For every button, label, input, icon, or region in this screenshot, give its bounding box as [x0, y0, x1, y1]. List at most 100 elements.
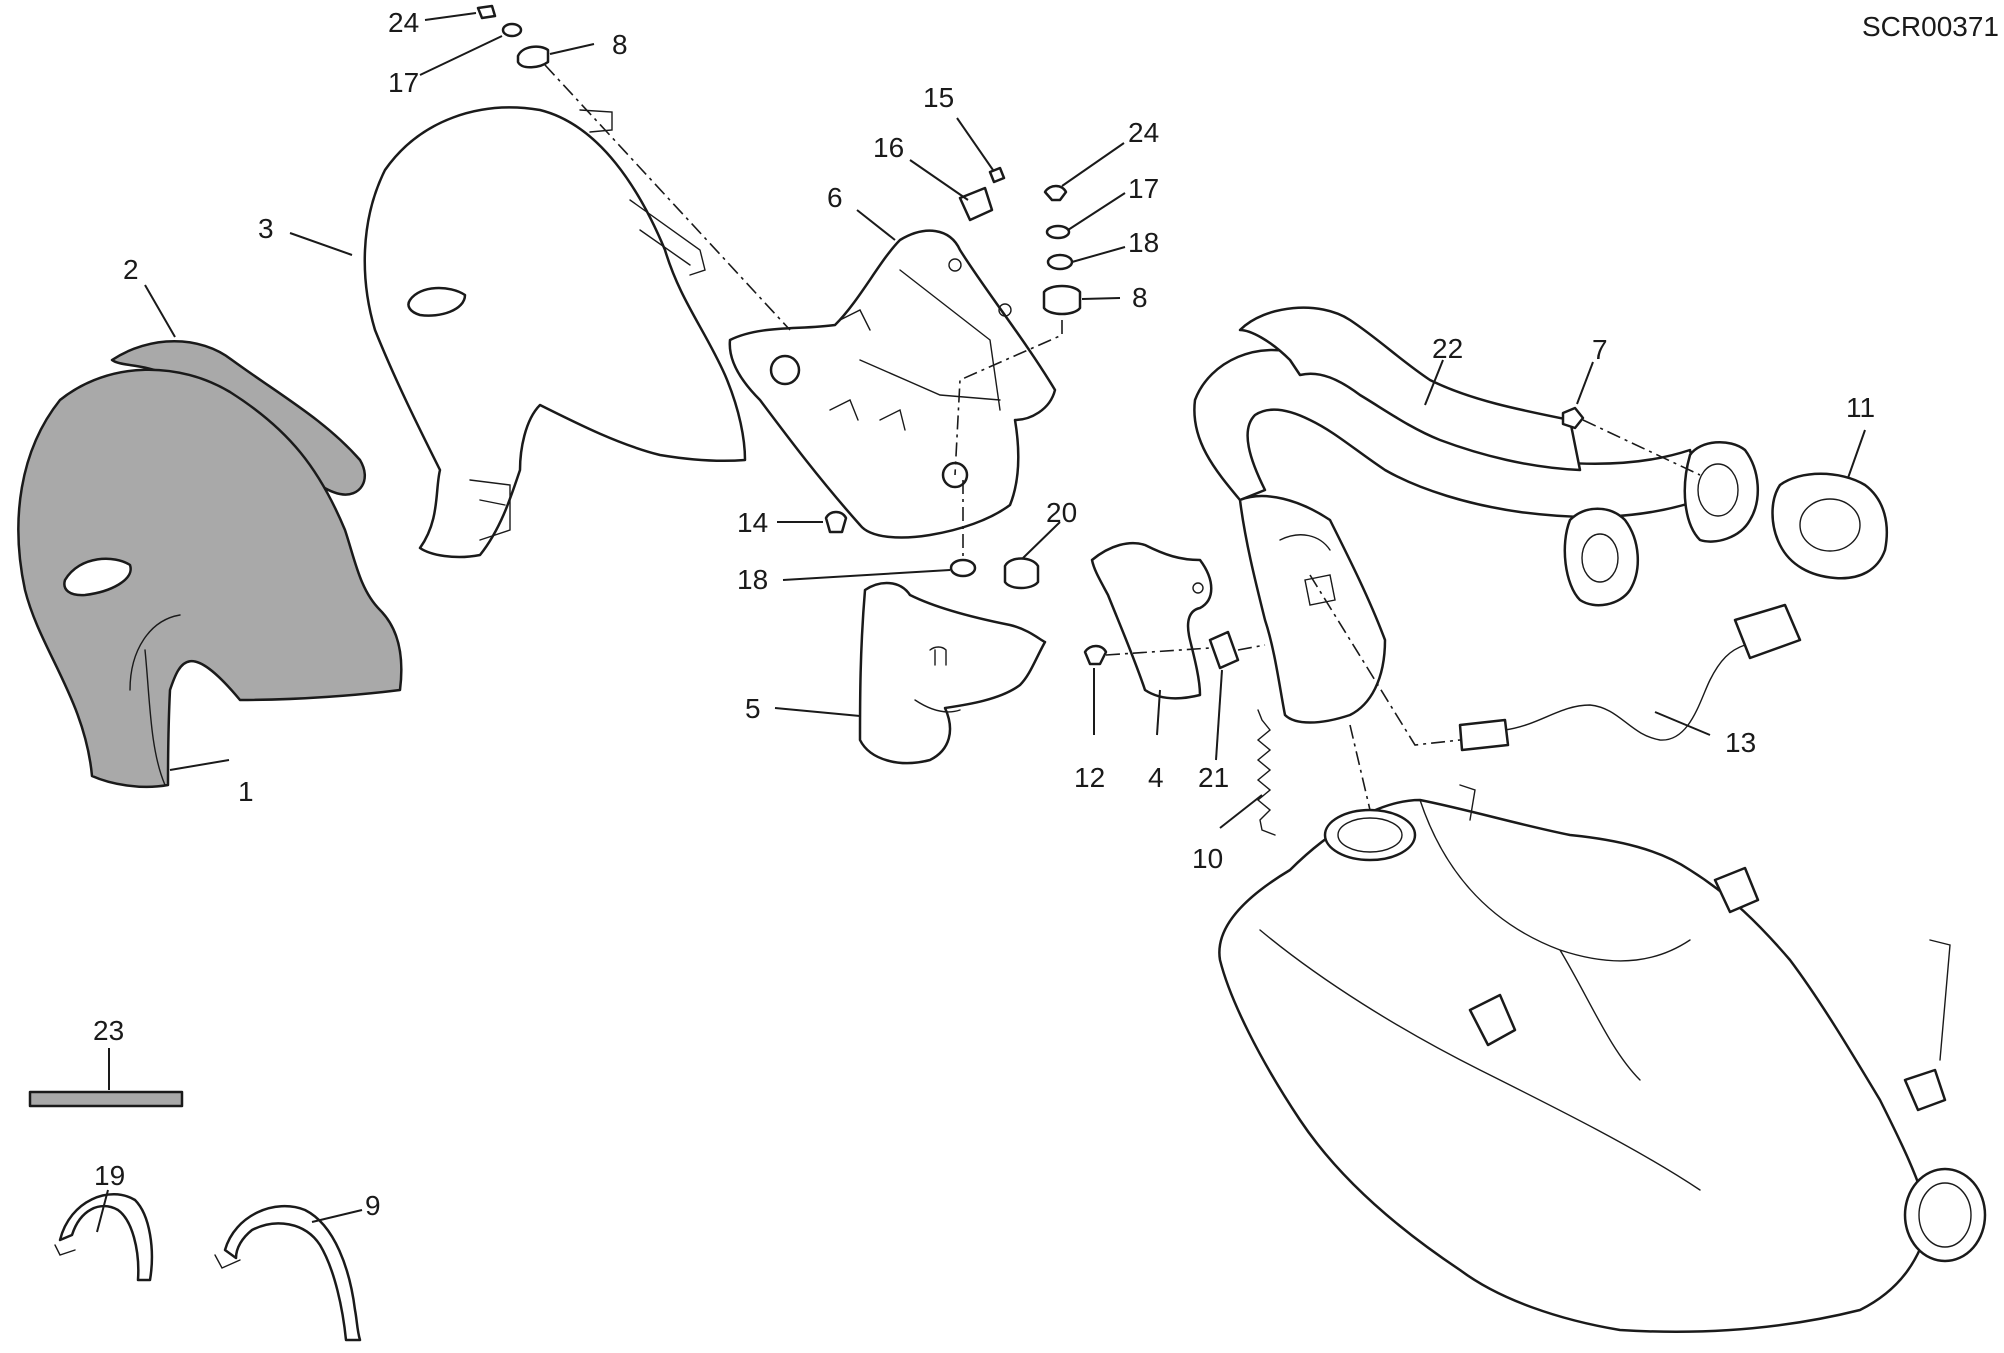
part-13-sensor-body — [1458, 718, 1510, 752]
part-15-screw — [988, 166, 1006, 184]
assembly-line-screw-12 — [1105, 644, 1266, 656]
leader-17b — [1067, 192, 1126, 231]
callout-19: 19 — [94, 1160, 125, 1191]
callout-9: 9 — [365, 1190, 381, 1221]
callout-15: 15 — [923, 82, 954, 113]
leader-3 — [289, 232, 353, 256]
assembly-line-nut-7 — [1582, 419, 1701, 476]
part-7-nut — [1561, 406, 1585, 430]
leader-21 — [1215, 669, 1223, 761]
part-3-vent-hole — [407, 286, 467, 317]
callout-6: 6 — [827, 182, 843, 213]
leader-22 — [1424, 359, 1444, 406]
callout-10: 10 — [1192, 843, 1223, 874]
part-5-small-heat-shield — [858, 581, 1047, 765]
part-22-flange-rear — [1563, 507, 1640, 607]
callout-24-top: 24 — [388, 7, 419, 38]
part-1-heat-shield-insulation — [17, 368, 403, 789]
callout-13: 13 — [1725, 727, 1756, 758]
callout-8-right: 8 — [1132, 282, 1148, 313]
callout-12: 12 — [1074, 762, 1105, 793]
part-6-bracket — [728, 229, 1057, 539]
part-22-flange-front — [1683, 440, 1760, 543]
callout-21: 21 — [1198, 762, 1229, 793]
leader-9 — [311, 1209, 363, 1223]
leader-8b — [1081, 297, 1121, 300]
callout-17-top: 17 — [388, 67, 419, 98]
silencer-outlet-bore — [1918, 1182, 1972, 1248]
callout-14: 14 — [737, 507, 768, 538]
part-9-clamp-tab — [214, 1254, 241, 1269]
callout-24-right: 24 — [1128, 117, 1159, 148]
callout-16: 16 — [873, 132, 904, 163]
callout-3: 3 — [258, 213, 274, 244]
part-21-clip — [1208, 630, 1240, 670]
part-8-grommet-right — [1042, 284, 1082, 316]
part-13-connector — [1733, 603, 1802, 660]
part-1-crease — [129, 614, 181, 786]
leader-20 — [1022, 521, 1061, 559]
part-22-flange-rear-port — [1581, 533, 1619, 583]
part-13-cable — [1504, 644, 1746, 741]
part-24-screw-top — [476, 4, 497, 20]
part-18-washer-lower — [949, 558, 977, 578]
assembly-line-top — [544, 64, 791, 331]
part-19-small-clamp — [58, 1193, 154, 1282]
part-3-flange — [579, 109, 706, 276]
part-5-stud — [914, 646, 961, 713]
leader-13 — [1654, 711, 1711, 736]
callout-1: 1 — [238, 776, 254, 807]
part-17-washer-top — [501, 22, 523, 38]
part-14-screw — [824, 510, 848, 534]
leader-18b — [1071, 246, 1126, 263]
leader-8a — [549, 43, 595, 55]
callout-18-lower: 18 — [737, 564, 768, 595]
part-6-mount-hole-left — [769, 354, 801, 386]
callout-22: 22 — [1432, 333, 1463, 364]
part-6-hole-top — [948, 258, 962, 272]
part-16-clip — [958, 186, 994, 222]
part-19-clamp-tab — [54, 1244, 76, 1256]
part-17-washer-right — [1045, 224, 1071, 240]
silencer-body — [1218, 798, 1932, 1334]
callout-11: 11 — [1846, 392, 1875, 423]
leader-15 — [956, 117, 994, 171]
silencer-mount-3 — [1903, 1068, 1947, 1112]
part-22-lambda-boss — [1279, 534, 1336, 606]
leader-24a — [424, 12, 477, 21]
callout-8-top: 8 — [612, 29, 628, 60]
part-8-grommet-top — [516, 45, 550, 69]
assembly-line-right-stack — [954, 320, 1063, 476]
part-3-upper-heat-shield — [363, 106, 747, 559]
leader-19 — [96, 1189, 109, 1233]
callout-18-right: 18 — [1128, 227, 1159, 258]
part-1-vent-hole — [63, 557, 132, 597]
callout-23: 23 — [93, 1015, 124, 1046]
part-12-screw — [1083, 644, 1108, 666]
leader-18a — [782, 569, 951, 581]
silencer-contour — [1259, 799, 1701, 1191]
leader-11 — [1847, 429, 1866, 479]
leader-2 — [144, 284, 176, 338]
callout-17-right: 17 — [1128, 173, 1159, 204]
part-3-lower-tab — [469, 479, 511, 541]
leader-7 — [1576, 361, 1594, 405]
leader-4 — [1156, 689, 1161, 736]
leader-6 — [856, 209, 896, 241]
leader-10 — [1219, 794, 1263, 829]
silencer-inlet-bore — [1337, 817, 1403, 853]
leader-24b — [1061, 142, 1125, 187]
silencer-bracket — [1459, 784, 1951, 1061]
assembly-line-silencer — [1349, 724, 1371, 811]
callout-4: 4 — [1148, 762, 1164, 793]
callout-20: 20 — [1046, 497, 1077, 528]
part-10-spring — [1256, 709, 1276, 836]
part-20-grommet — [1003, 557, 1040, 590]
part-24-screw-right — [1043, 184, 1068, 202]
leader-17a — [419, 35, 503, 76]
callout-5: 5 — [745, 693, 761, 724]
part-11-gasket-port — [1799, 498, 1861, 552]
part-22-header-pipe-front — [1238, 306, 1582, 472]
